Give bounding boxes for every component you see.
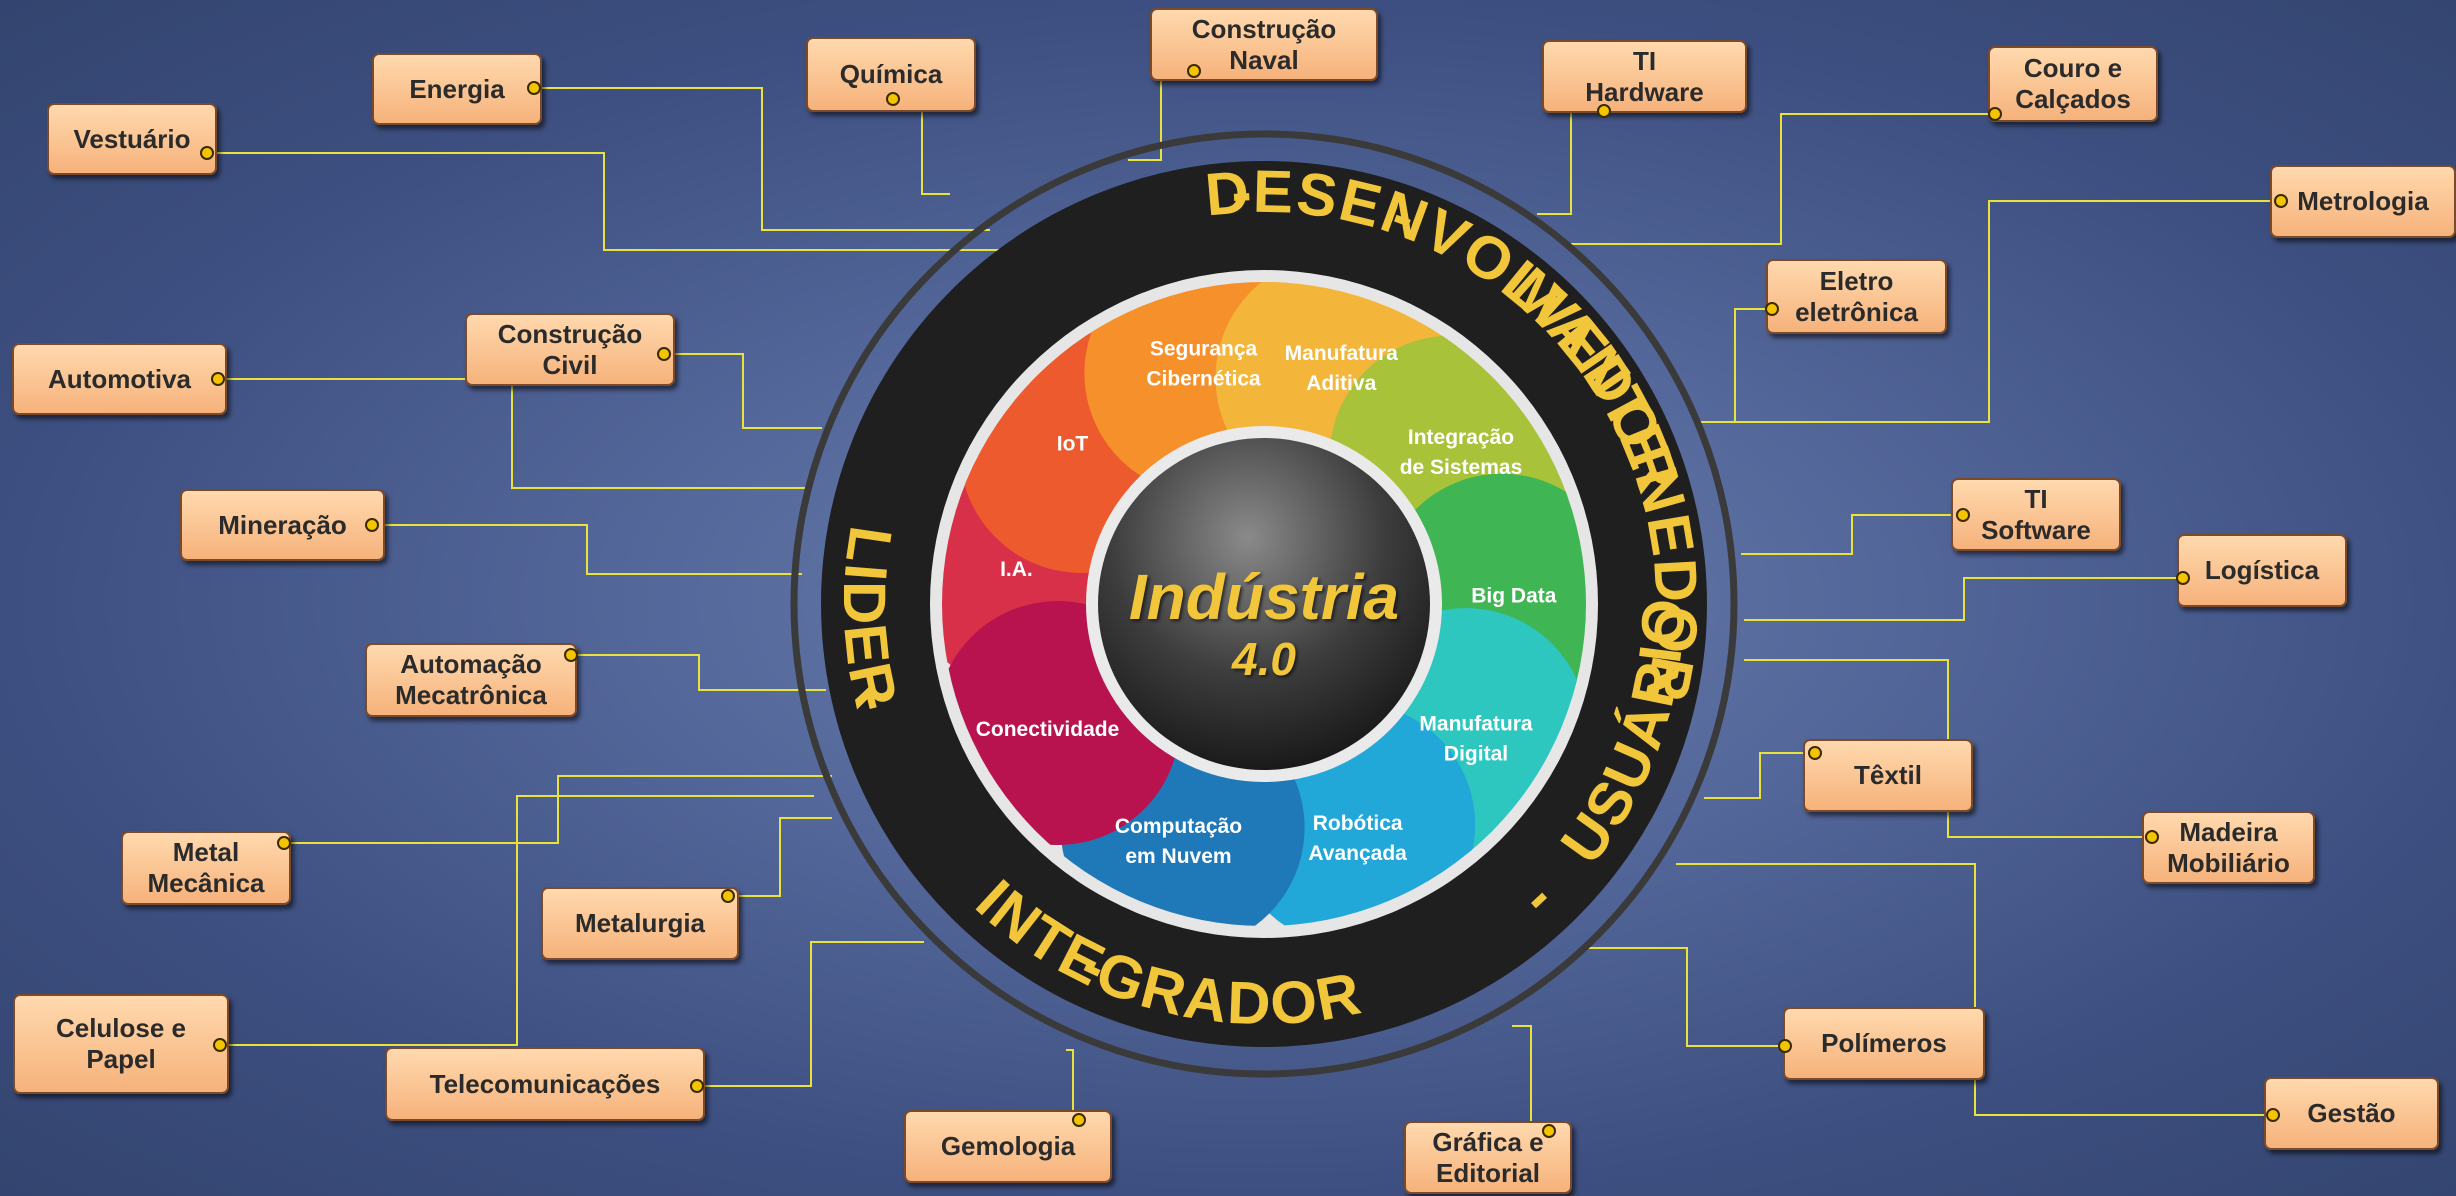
connector-line <box>207 152 1000 251</box>
sector-box: Construção Naval <box>1150 8 1378 81</box>
connector-dot <box>1808 746 1822 760</box>
connector-line <box>1512 1025 1549 1132</box>
connector-line <box>1566 113 1995 245</box>
connector-line <box>534 87 990 231</box>
sector-box: Automotiva <box>12 343 227 415</box>
connector-dot <box>213 1038 227 1052</box>
sector-box: Metrologia <box>2270 165 2456 238</box>
sector-box: Automação Mecatrônica <box>365 643 577 717</box>
connector-line <box>697 941 924 1087</box>
connector-line <box>1698 308 1772 423</box>
connector-dot <box>564 648 578 662</box>
connector-dot <box>886 92 900 106</box>
connector-dot <box>1956 508 1970 522</box>
connector-line <box>284 775 832 844</box>
connector-line <box>218 378 806 489</box>
hub <box>1098 438 1430 770</box>
sector-box: Vestuário <box>47 103 217 175</box>
sector-box: Metalurgia <box>541 887 739 960</box>
connector-line <box>664 353 822 429</box>
connector-line <box>1744 577 2183 621</box>
connector-line <box>1696 200 2281 423</box>
connector-dot <box>1765 302 1779 316</box>
connector-dot <box>1542 1124 1556 1138</box>
sector-box: TI Software <box>1951 478 2121 551</box>
connector-line <box>1537 110 1604 215</box>
connector-line <box>571 654 826 691</box>
connector-line <box>372 524 802 575</box>
sector-box: Metal Mecânica <box>121 831 291 905</box>
connector-dot <box>1597 104 1611 118</box>
connector-dot <box>1988 107 2002 121</box>
segment-label: Big Data <box>1471 584 1557 607</box>
connector-dot <box>200 146 214 160</box>
sector-box: TI Hardware <box>1542 40 1747 113</box>
sector-box: Telecomunicações <box>385 1047 705 1121</box>
connector-dot <box>527 81 541 95</box>
sector-box: Química <box>806 37 976 112</box>
connector-line <box>220 795 814 1046</box>
connector-dot <box>211 372 225 386</box>
segment-label: Conectividade <box>976 718 1120 741</box>
segment-label: IoT <box>1057 432 1089 455</box>
connector-dot <box>2145 830 2159 844</box>
outer-ring-border <box>790 130 1738 1078</box>
connector-dot <box>1778 1039 1792 1053</box>
connector-dot <box>2274 194 2288 208</box>
connector-dot <box>1187 64 1201 78</box>
center-title: Indústria <box>1128 561 1400 633</box>
connector-line <box>1588 947 1785 1047</box>
sector-box: Mineração <box>180 489 385 561</box>
connector-dot <box>690 1079 704 1093</box>
connector-dot <box>657 347 671 361</box>
sector-box: Construção Civil <box>465 313 675 386</box>
connector-line <box>1741 514 1963 555</box>
sector-box: Energia <box>372 53 542 125</box>
sector-box: Polímeros <box>1783 1007 1985 1080</box>
segment-label: I.A. <box>1000 558 1033 581</box>
connector-dot <box>1072 1113 1086 1127</box>
connector-line <box>1676 863 2273 1116</box>
sector-box: Celulose e Papel <box>13 994 229 1094</box>
sector-box: Couro e Calçados <box>1988 46 2158 122</box>
connector-line <box>893 98 950 195</box>
connector-line <box>728 817 832 897</box>
sector-box: Madeira Mobiliário <box>2142 811 2315 884</box>
sector-box: Gestão <box>2264 1077 2439 1150</box>
sector-box: Têxtil <box>1803 739 1973 812</box>
connector-dot <box>365 518 379 532</box>
connector-line <box>1704 752 1815 799</box>
center-subtitle: 4.0 <box>1232 633 1296 685</box>
connector-dot <box>2176 571 2190 585</box>
ring-role-text: - <box>1230 158 1255 226</box>
connector-dot <box>277 836 291 850</box>
sector-box: Logística <box>2177 534 2347 607</box>
ring-role-text: LIDER <box>831 522 911 715</box>
connector-dot <box>721 889 735 903</box>
connector-dot <box>2266 1108 2280 1122</box>
sector-box: Eletro eletrônica <box>1766 259 1947 334</box>
